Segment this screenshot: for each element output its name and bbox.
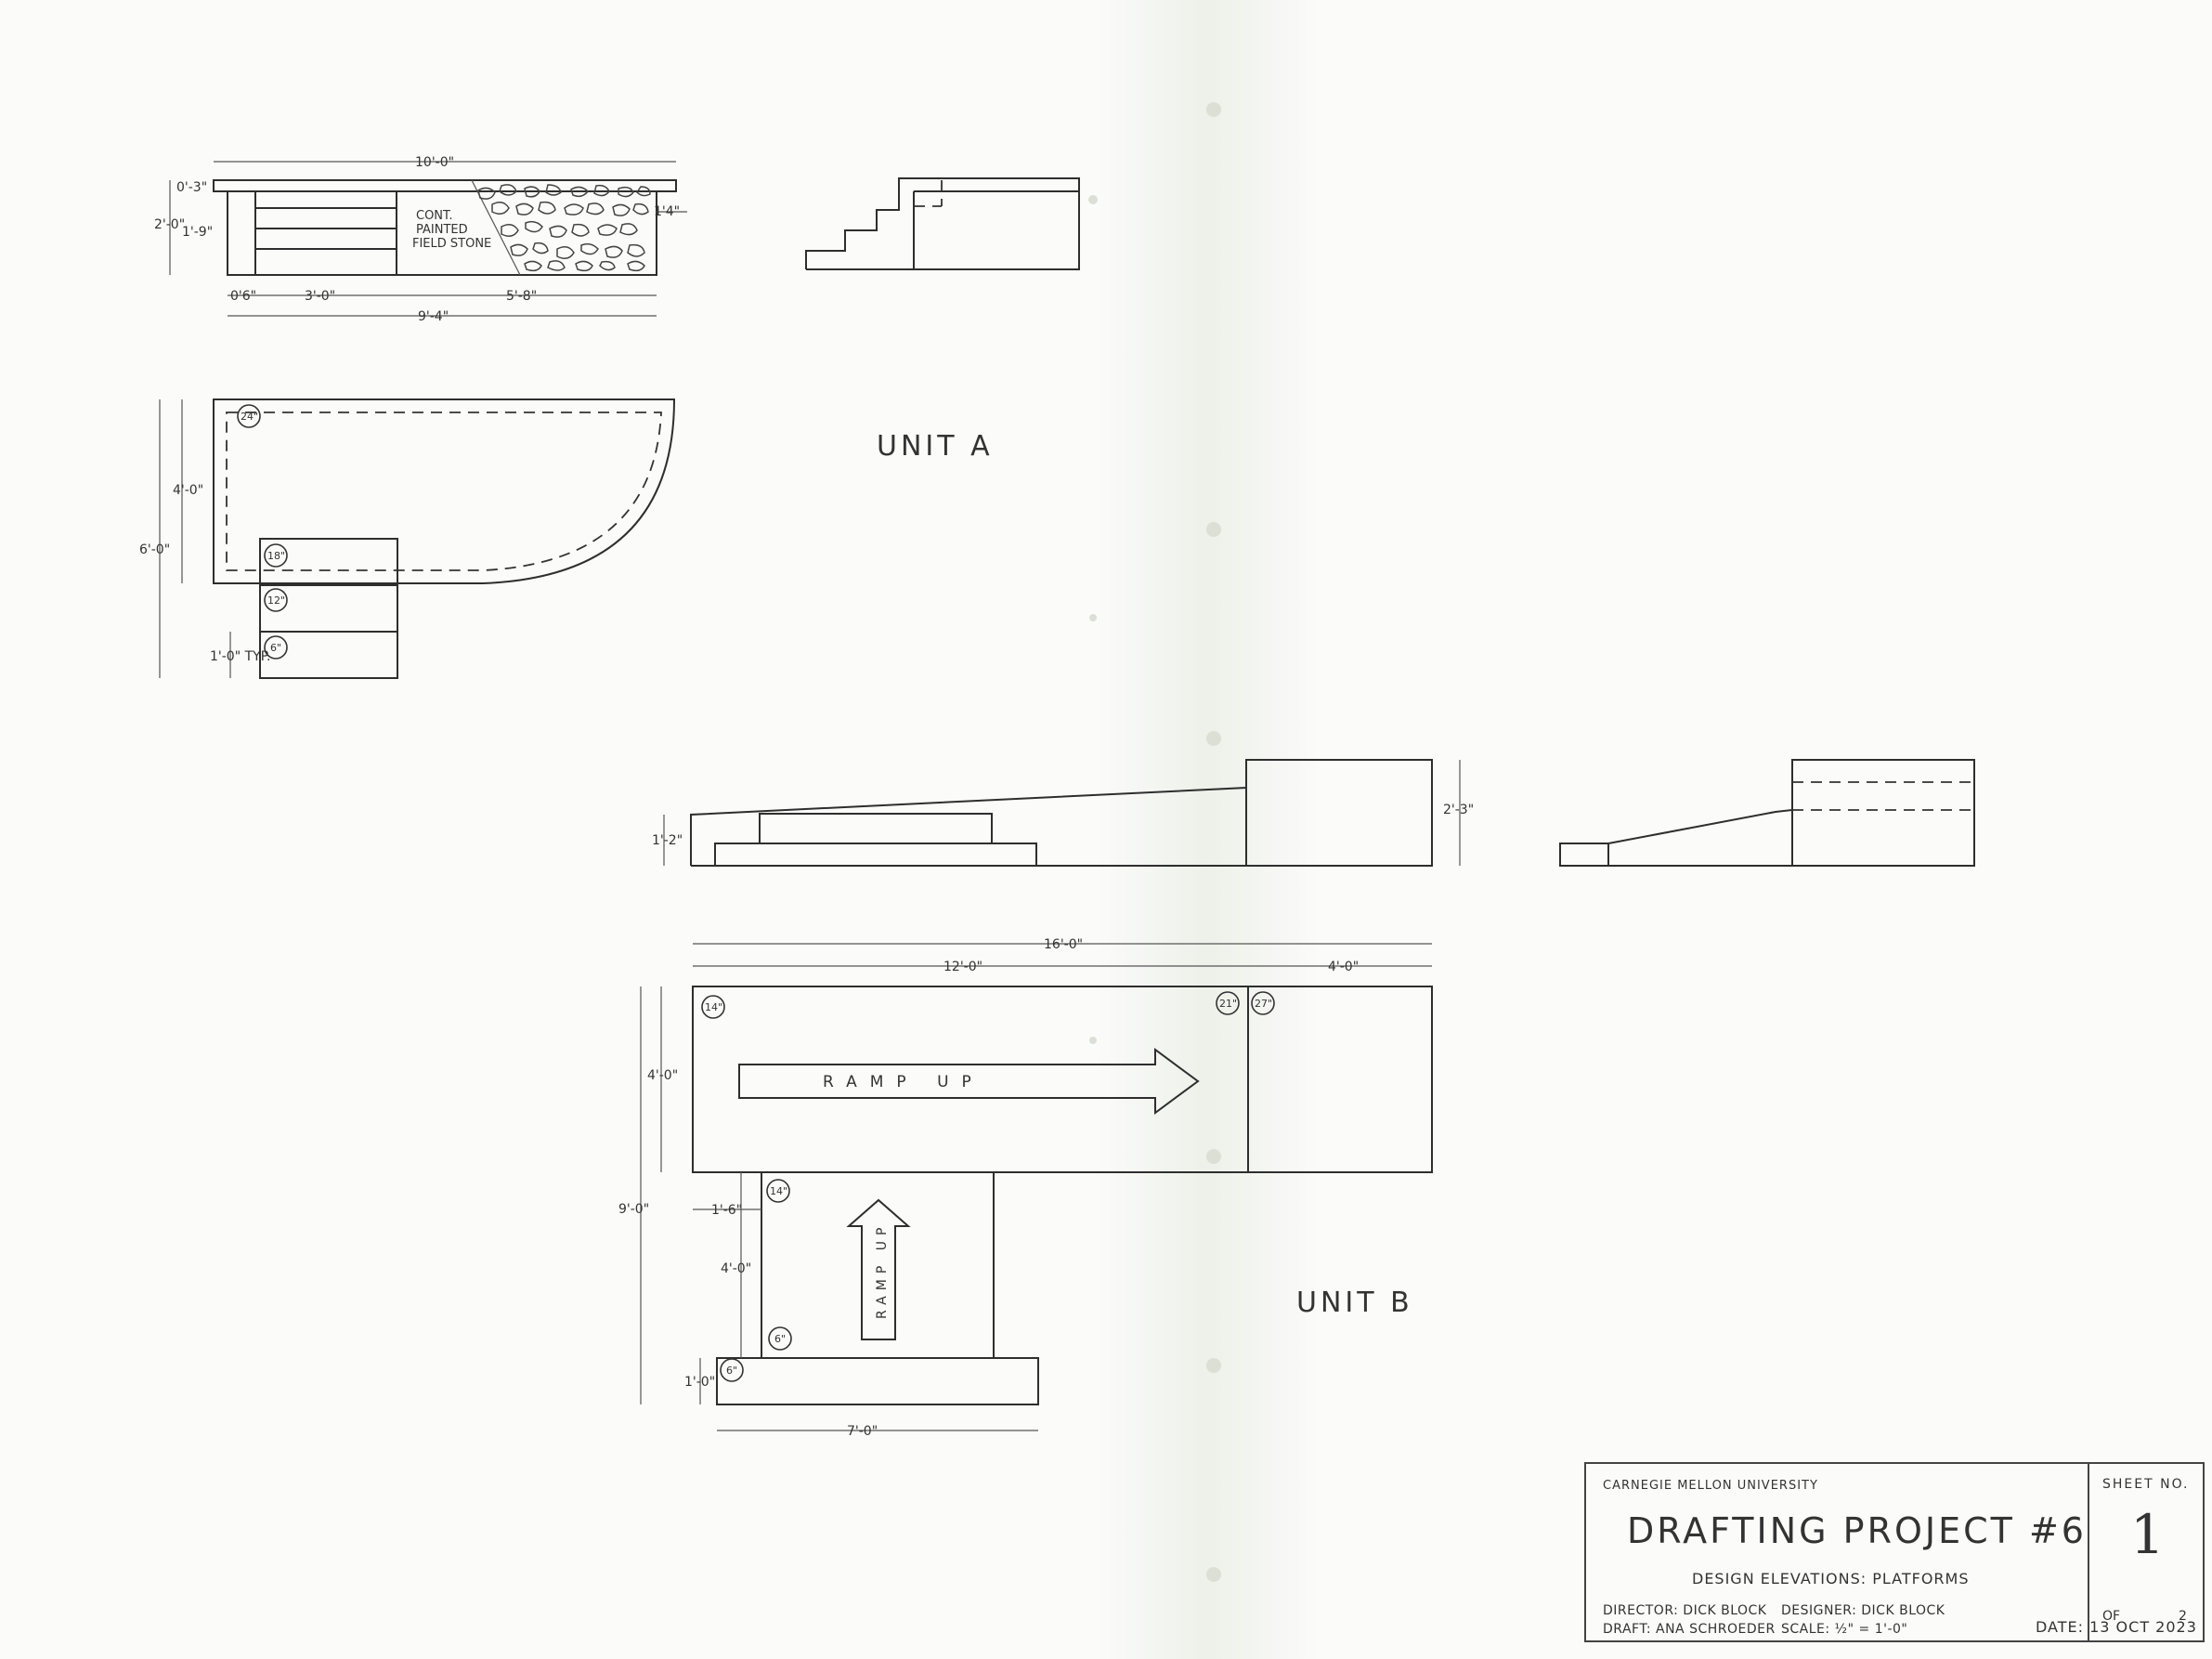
dim-depth-total: 6'-0" xyxy=(139,542,170,557)
unit-b-label: UNIT B xyxy=(1296,1287,1413,1319)
unit-a-front-elevation: CONT. PAINTED FIELD STONE 10'-0" 0'-3" 2… xyxy=(154,155,687,324)
dim-landing-length: 4'-0" xyxy=(1328,960,1359,974)
sheet-number-box: SHEET NO. 1 OF 2 xyxy=(2088,1464,2203,1640)
paper-shading xyxy=(1096,0,1319,1659)
dim-height-lower: 1'-9" xyxy=(182,225,213,240)
height-marker-14-main: 14" xyxy=(705,1001,722,1013)
dim-main-depth: 4'-0" xyxy=(647,1068,678,1083)
dim-stair-width: 3'-0" xyxy=(305,289,335,304)
draft-credit: DRAFT: ANA SCHROEDER xyxy=(1603,1622,1776,1637)
height-marker-6: 6" xyxy=(270,642,281,654)
stone-note-line-2: PAINTED xyxy=(416,223,468,237)
height-marker-24: 24" xyxy=(241,411,258,423)
side-ramp-up-label: RAMP UP xyxy=(875,1222,890,1319)
field-stone-texture xyxy=(477,184,651,272)
unit-b-plan: RAMP UP RAMP UP 16'-0" 12'-0" 4'-0" 4'-0… xyxy=(618,937,1433,1439)
unit-a-side-elevation xyxy=(805,177,1080,270)
project-title: DRAFTING PROJECT #6 xyxy=(1627,1510,2087,1551)
unit-b-front-elevation: 1'-2" 2'-3" xyxy=(652,759,1474,867)
height-marker-21: 21" xyxy=(1219,998,1237,1010)
date-note: DATE: 13 OCT 2023 xyxy=(2036,1618,2197,1636)
dim-side-ramp-length: 4'-0" xyxy=(721,1261,751,1276)
height-marker-18: 18" xyxy=(267,550,285,562)
sheet-number: 1 xyxy=(2130,1503,2165,1566)
dim-overall-width: 10'-0" xyxy=(415,155,454,170)
scale-note: SCALE: ½" = 1'-0" xyxy=(1781,1622,1908,1637)
dim-stone-width: 5'-8" xyxy=(506,289,537,304)
height-marker-6-bottom: 6" xyxy=(726,1365,737,1377)
dim-left-height: 1'-2" xyxy=(652,833,683,848)
dim-base-width: 9'-4" xyxy=(418,309,449,324)
dim-step-typ: 1'-0" TYP. xyxy=(210,649,270,664)
height-marker-6-side: 6" xyxy=(774,1333,786,1345)
stone-note-line-3: FIELD STONE xyxy=(412,237,491,251)
dim-height-total: 2'-0" xyxy=(154,217,185,232)
dim-side-note: 1'4" xyxy=(654,204,680,219)
project-subtitle: DESIGN ELEVATIONS: PLATFORMS xyxy=(1692,1570,1970,1587)
dim-stair-offset: 0'6" xyxy=(230,289,256,304)
dim-overall-length: 16'-0" xyxy=(1044,937,1083,952)
ramp-up-arrow xyxy=(738,1048,1200,1115)
ramp-up-label: RAMP UP xyxy=(823,1073,984,1091)
university-name: CARNEGIE MELLON UNIVERSITY xyxy=(1603,1479,1818,1493)
dim-depth-upper: 4'-0" xyxy=(173,483,203,498)
paper-dots xyxy=(1088,102,1221,1582)
stone-note-line-1: CONT. xyxy=(416,209,453,223)
dim-offset: 1'-6" xyxy=(711,1203,742,1218)
sheet-label: SHEET NO. xyxy=(2102,1477,2190,1492)
designer-credit: DESIGNER: DICK BLOCK xyxy=(1781,1603,1945,1618)
dim-top-thickness: 0'-3" xyxy=(176,180,207,195)
height-marker-27: 27" xyxy=(1255,998,1272,1010)
unit-a-plan: 4'-0" 6'-0" 1'-0" TYP. 24" 18" 12" 6" xyxy=(139,398,676,679)
director-credit: DIRECTOR: DICK BLOCK xyxy=(1603,1603,1767,1618)
sheet-total: 2 xyxy=(2179,1609,2187,1624)
unit-a-label: UNIT A xyxy=(877,430,994,463)
side-ramp-up-arrow xyxy=(846,1198,911,1340)
height-marker-12: 12" xyxy=(267,594,285,607)
dim-overall-depth: 9'-0" xyxy=(618,1202,649,1217)
dim-ramp-length: 12'-0" xyxy=(943,960,982,974)
height-marker-14-side: 14" xyxy=(770,1185,787,1197)
dim-right-height: 2'-3" xyxy=(1443,803,1474,817)
dim-bottom-step-width: 7'-0" xyxy=(847,1424,878,1439)
title-block: CARNEGIE MELLON UNIVERSITY DRAFTING PROJ… xyxy=(1584,1462,2205,1642)
of-label: OF xyxy=(2102,1609,2121,1624)
unit-b-side-elevation xyxy=(1559,759,1975,867)
dim-bottom-step-depth: 1'-0" xyxy=(684,1375,715,1390)
